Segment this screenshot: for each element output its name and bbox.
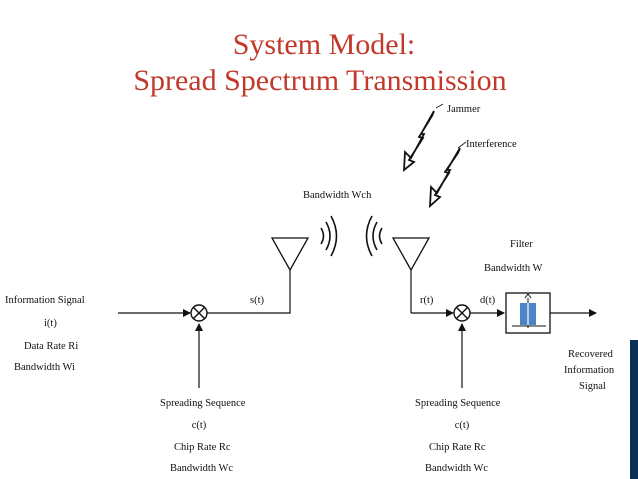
tx-bandwidth-wc-label: Bandwidth Wc bbox=[170, 463, 233, 474]
info-signal-label: Information Signal bbox=[5, 295, 85, 306]
recovered-label-3: Signal bbox=[579, 381, 606, 392]
bandwidth-wch-label: Bandwidth Wch bbox=[303, 190, 372, 201]
tx-wave-icon bbox=[320, 215, 338, 257]
recovered-label-2: Information bbox=[564, 365, 615, 376]
filter-icon bbox=[505, 292, 551, 334]
diagram-panel bbox=[0, 98, 630, 479]
recovered-label-1: Recovered bbox=[568, 349, 614, 360]
jammer-leader-line bbox=[435, 103, 444, 109]
tx-spreading-sequence-label: Spreading Sequence bbox=[160, 398, 246, 409]
jammer-lightning-icon bbox=[402, 110, 435, 172]
rx-antenna-icon bbox=[391, 237, 431, 272]
bandwidth-w-label: Bandwidth W bbox=[484, 263, 543, 274]
r-t-label: r(t) bbox=[420, 295, 434, 306]
interference-label: Interference bbox=[466, 139, 517, 150]
slide-title-line-2: Spread Spectrum Transmission bbox=[133, 64, 507, 97]
rx-bandwidth-wc-label: Bandwidth Wc bbox=[425, 463, 488, 474]
bandwidth-wi-label: Bandwidth Wi bbox=[14, 362, 75, 373]
tx-antenna-icon bbox=[270, 237, 310, 272]
info-signal-i-t-label: i(t) bbox=[44, 318, 57, 329]
filter-label: Filter bbox=[510, 239, 533, 250]
data-rate-label: Data Rate Ri bbox=[24, 341, 78, 352]
rx-spreading-sequence-label: Spreading Sequence bbox=[415, 398, 501, 409]
tx-multiplier-icon bbox=[190, 304, 208, 322]
rx-chip-rate-label: Chip Rate Rc bbox=[429, 442, 486, 453]
slide-title-line-1: System Model: bbox=[232, 28, 416, 61]
background-band-right-edge bbox=[628, 340, 638, 479]
d-t-label: d(t) bbox=[480, 295, 496, 306]
interference-lightning-icon bbox=[428, 147, 461, 209]
tx-c-t-label: c(t) bbox=[192, 420, 207, 431]
tx-chip-rate-label: Chip Rate Rc bbox=[174, 442, 231, 453]
interference-leader-line bbox=[457, 141, 467, 149]
rx-c-t-label: c(t) bbox=[455, 420, 470, 431]
tx-to-antenna-line bbox=[207, 270, 291, 314]
rx-wave-icon bbox=[365, 215, 383, 257]
s-t-label: s(t) bbox=[250, 295, 265, 306]
jammer-label: Jammer bbox=[447, 104, 481, 115]
rx-multiplier-icon bbox=[453, 304, 471, 322]
